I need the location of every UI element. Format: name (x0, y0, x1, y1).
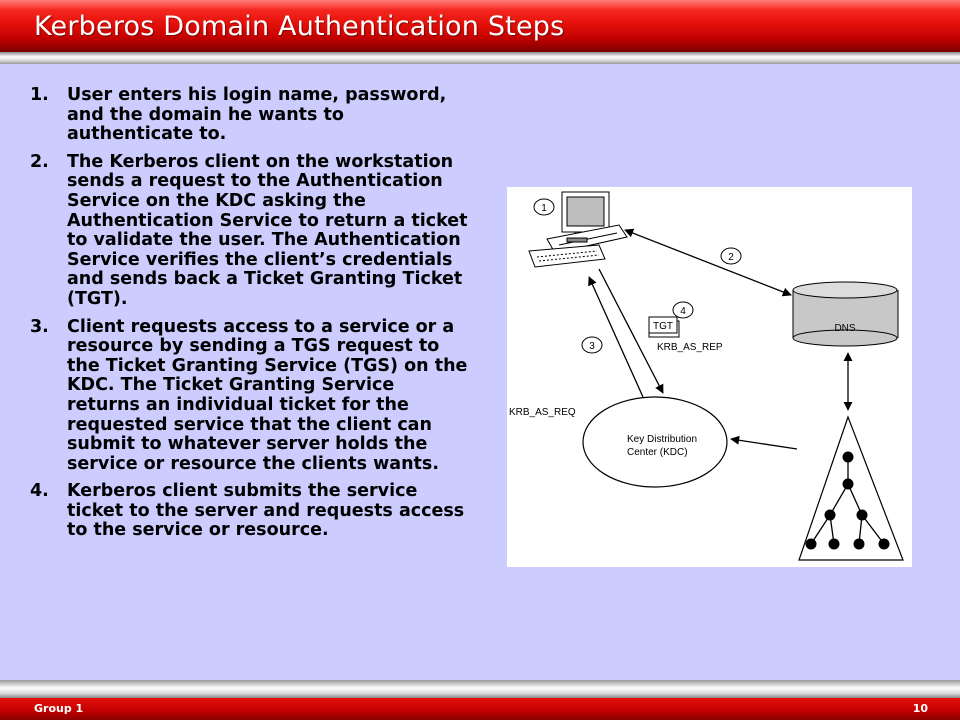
step-text: The Kerberos client on the workstation s… (67, 151, 468, 309)
kdc-ellipse: Key Distribution Center (KDC) (582, 396, 728, 488)
arrow-workstation-dns (624, 228, 792, 297)
step-item: 1. User enters his login name, password, … (30, 85, 470, 145)
arrow-krb-as-req (588, 276, 644, 398)
step-text: User enters his login name, password, an… (67, 85, 447, 145)
slide-title: Kerberos Domain Authentication Steps (34, 11, 565, 42)
step-number: 1. (30, 85, 49, 105)
steps-list: 1. User enters his login name, password, … (30, 85, 470, 549)
title-bar: Kerberos Domain Authentication Steps (0, 0, 960, 52)
kdc-label-line1: Key Distribution (627, 434, 697, 445)
step-item: 4. Kerberos client submits the service ti… (30, 481, 470, 541)
callout-3-label: 3 (589, 341, 595, 352)
title-bar-shine (0, 0, 960, 10)
tgt-ticket-icon: TGT (648, 316, 680, 338)
dns-label: DNS (834, 323, 855, 334)
callout-3: 3 (581, 336, 603, 354)
workstation-icon (528, 191, 628, 268)
kerberos-diagram: 1 DNS 2 3 4 (507, 187, 912, 567)
domain-tree-icon (798, 415, 904, 561)
top-divider-strip (0, 52, 960, 64)
krb-as-req-label: KRB_AS_REQ (509, 407, 576, 418)
dns-database-icon: DNS (792, 281, 899, 347)
arrow-tree-kdc (730, 435, 798, 450)
tgt-label: TGT (653, 321, 673, 332)
callout-1-label: 1 (541, 203, 547, 214)
arrow-krb-as-rep (598, 268, 664, 394)
diagram-svg: 1 DNS 2 3 4 (509, 191, 904, 561)
callout-4-label: 4 (680, 306, 686, 317)
kdc-label-line2: Center (KDC) (627, 447, 688, 458)
bottom-divider-strip (0, 680, 960, 698)
step-item: 2. The Kerberos client on the workstation… (30, 151, 470, 310)
footer-bar: Group 1 10 (0, 698, 960, 720)
step-number: 3. (30, 316, 49, 337)
callout-2-label: 2 (728, 252, 734, 263)
step-text: Kerberos client submits the service tick… (67, 481, 465, 541)
krb-as-rep-label: KRB_AS_REP (657, 342, 723, 353)
step-number: 2. (30, 151, 49, 172)
callout-1: 1 (533, 198, 555, 216)
step-text: Client requests access to a service or a… (67, 316, 468, 474)
page-number: 10 (912, 702, 928, 715)
footer-group-label: Group 1 (34, 702, 84, 715)
step-number: 4. (30, 481, 49, 502)
callout-2: 2 (720, 247, 742, 265)
step-item: 3. Client requests access to a service or… (30, 316, 470, 475)
callout-4: 4 (672, 301, 694, 319)
